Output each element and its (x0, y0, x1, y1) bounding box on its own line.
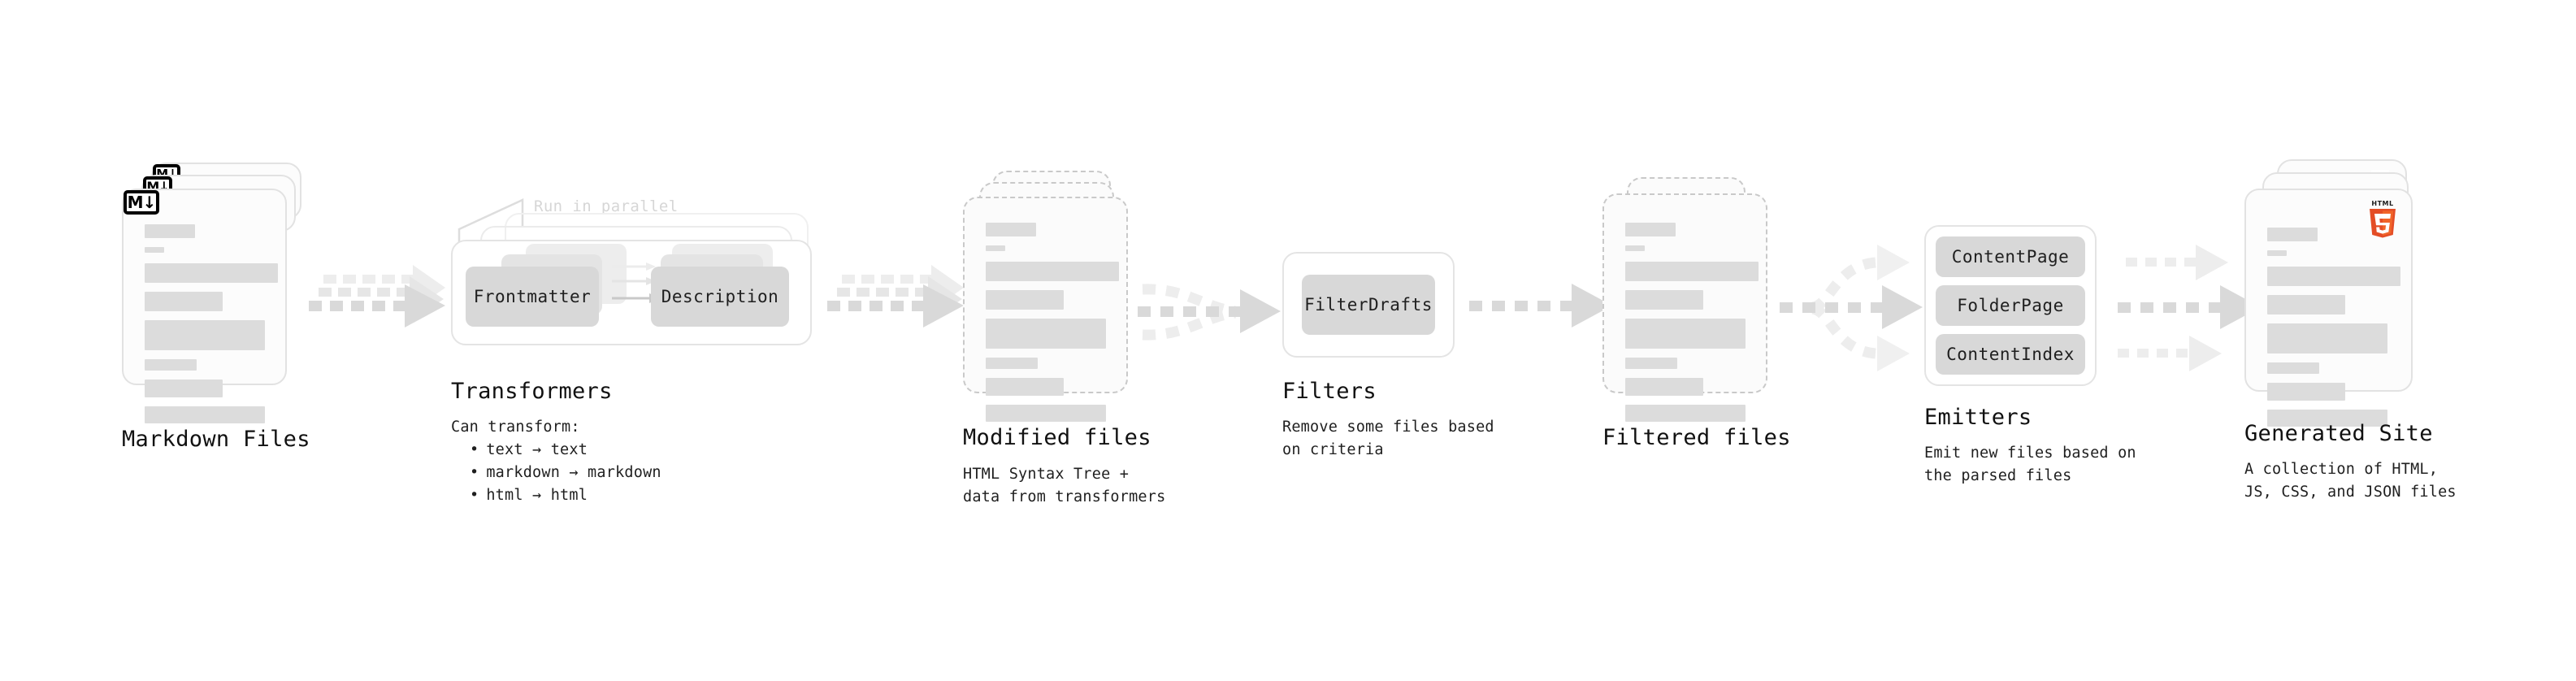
filtered-doc-front (1602, 193, 1767, 422)
skeleton-bar (1625, 358, 1677, 369)
modified-files-subtitle: HTML Syntax Tree + data from transformer… (963, 466, 1166, 505)
filter-chip-filterdrafts[interactable]: FilterDrafts (1302, 275, 1435, 335)
generated-site-title: Generated Site (2244, 421, 2433, 446)
filtered-doc-skeleton (1625, 223, 1759, 431)
transformers-title: Transformers (451, 379, 613, 404)
stage-filtered-files (1602, 171, 1789, 431)
arrow-filtered-files-to-emitters (1780, 245, 1923, 371)
stage-generated-site: CSS HTML (2244, 159, 2448, 427)
generated-doc-skeleton (2267, 228, 2400, 436)
modified-doc-stack (963, 171, 1150, 431)
skeleton-bar (145, 224, 195, 238)
emitter-chip-folderpage[interactable]: FolderPage (1936, 285, 2085, 326)
skeleton-bar (2267, 362, 2319, 374)
skeleton-bar (986, 262, 1119, 281)
modified-files-title: Modified files (963, 425, 1151, 450)
markdown-files-title: Markdown Files (122, 427, 310, 452)
markdown-doc-skeleton (145, 224, 278, 432)
arrow-transformers-to-modified-files (827, 265, 964, 327)
stage-transformers: Run in parallel x x x x Frontm (451, 195, 825, 382)
arrow-modified-files-to-filters (1138, 284, 1281, 340)
transformer-chip-description[interactable]: Description (651, 267, 789, 327)
emitters-title: Emitters (1924, 405, 2032, 430)
skeleton-bar (145, 320, 265, 350)
arrow-emitters-to-generated-site (2118, 245, 2261, 371)
skeleton-bar (986, 358, 1038, 369)
arrow-filters-to-filtered-files (1469, 284, 1612, 327)
stage-modified-files (963, 171, 1150, 431)
filters-title: Filters (1282, 379, 1377, 404)
skeleton-bar (2267, 250, 2287, 256)
skeleton-bar (986, 290, 1064, 310)
markdown-doc-stack: M↓ M↓ M↓ (122, 163, 309, 423)
markdown-icon-glyph: M↓ (127, 193, 157, 212)
skeleton-bar (1625, 378, 1703, 396)
generated-site-subtitle: A collection of HTML, JS, CSS, and JSON … (2244, 461, 2457, 501)
generated-doc-stack: CSS HTML (2244, 159, 2448, 427)
skeleton-bar (2267, 323, 2387, 354)
stage-emitters: ContentPage FolderPage ContentIndex (1924, 225, 2111, 396)
run-in-parallel-label: Run in parallel (534, 197, 679, 215)
svg-text:HTML: HTML (2371, 200, 2393, 207)
skeleton-bar (986, 378, 1064, 396)
skeleton-bar (145, 406, 265, 423)
skeleton-bar (145, 263, 278, 283)
arrow-markdown-to-transformers (309, 265, 445, 327)
skeleton-bar (986, 245, 1005, 251)
skeleton-bar (1625, 262, 1759, 281)
emitters-subtitle: Emit new files based on the parsed files (1924, 445, 2136, 484)
stage-markdown-files: M↓ M↓ M↓ (122, 163, 309, 423)
skeleton-bar (145, 292, 223, 311)
skeleton-bar (986, 319, 1106, 349)
generated-doc-html: HTML (2244, 189, 2413, 427)
skeleton-bar (145, 359, 197, 371)
skeleton-bar (986, 223, 1036, 236)
filtered-doc-stack (1602, 171, 1789, 431)
skeleton-bar (145, 247, 164, 253)
skeleton-bar (986, 405, 1106, 422)
html5-icon: HTML (2366, 198, 2400, 238)
skeleton-bar (2267, 267, 2400, 286)
transform-item: markdown → markdown (470, 462, 661, 484)
transform-item: text → text (470, 439, 661, 462)
filtered-files-title: Filtered files (1602, 425, 1791, 450)
stage-filters: FilterDrafts (1282, 252, 1461, 366)
skeleton-bar (145, 380, 223, 397)
modified-doc-skeleton (986, 223, 1119, 431)
emitter-chip-contentpage[interactable]: ContentPage (1936, 236, 2085, 277)
transformers-capability-list: text → text markdown → markdown html → h… (457, 439, 661, 507)
skeleton-bar (1625, 223, 1676, 236)
markdown-doc-front: M↓ (122, 189, 287, 423)
skeleton-bar (1625, 245, 1645, 251)
skeleton-bar (1625, 405, 1746, 422)
emitter-chip-contentindex[interactable]: ContentIndex (1936, 334, 2085, 375)
skeleton-bar (1625, 290, 1703, 310)
filters-subtitle: Remove some files based on criteria (1282, 419, 1494, 458)
modified-doc-front (963, 197, 1128, 422)
transform-item: html → html (470, 484, 661, 507)
markdown-icon: M↓ (124, 190, 159, 215)
transformers-intro: Can transform: (451, 419, 580, 436)
skeleton-bar (2267, 228, 2318, 241)
skeleton-bar (2267, 410, 2387, 427)
skeleton-bar (2267, 383, 2345, 401)
skeleton-bar (2267, 295, 2345, 314)
transformer-chip-frontmatter[interactable]: Frontmatter (466, 267, 599, 327)
skeleton-bar (1625, 319, 1746, 349)
